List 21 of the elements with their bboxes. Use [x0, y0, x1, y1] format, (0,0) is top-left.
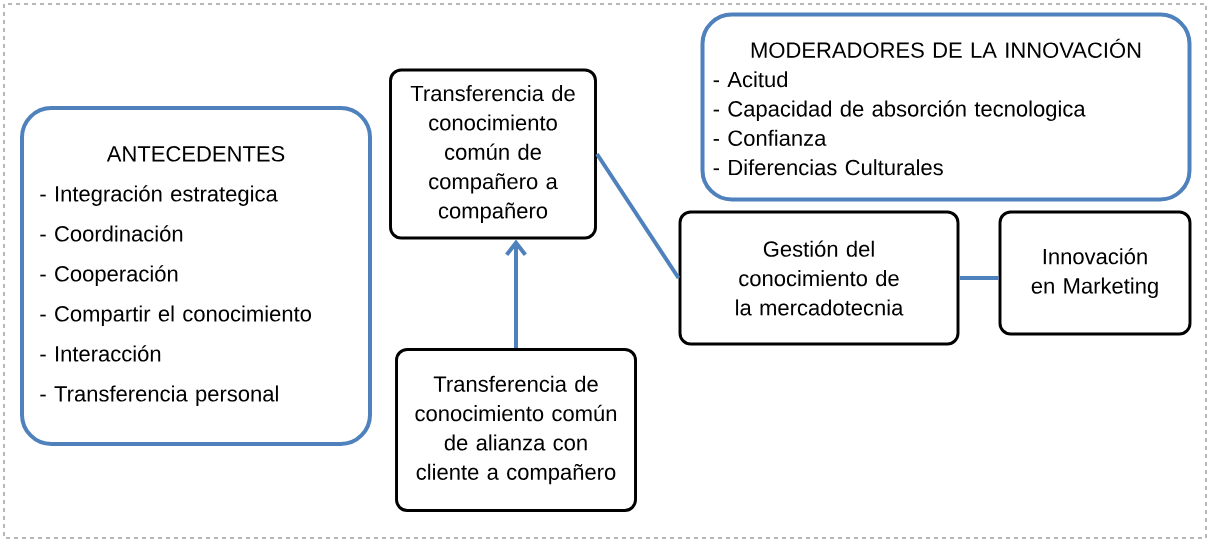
list-item: - Confianza [713, 129, 827, 146]
list-item: - Coordinación [40, 225, 183, 242]
list-item: - Diferencias Culturales [713, 159, 943, 176]
process-box: Gestión del conocimiento de la mercadotecnia [678, 210, 960, 346]
list-item: - Interacción [40, 345, 161, 362]
connector-line [595, 152, 681, 280]
process-box: Innovación en Marketing [998, 210, 1192, 336]
connector-line [959, 276, 999, 280]
process-box: Transferencia de conocimiento común de alianza con cliente a compañero [395, 348, 637, 512]
list-box [700, 12, 1192, 202]
box-heading: MODERADORES DE LA INNOVACIÓN [751, 38, 1141, 58]
box-heading: ANTECEDENTES [106, 146, 285, 162]
list-box [20, 106, 372, 446]
list-item: - Cooperación [40, 265, 178, 286]
list-item: - Transferencia personal [40, 385, 278, 406]
list-item: - Integración estrategica [40, 185, 278, 206]
arrow [505, 239, 527, 349]
list-item: - Acitud [713, 71, 788, 88]
list-item: - Capacidad de absorción tecnologica [713, 100, 1086, 121]
list-item: - Compartir el conocimiento [40, 305, 311, 326]
process-box: Transferencia de conocimiento común de compañero a compañero [389, 68, 597, 240]
